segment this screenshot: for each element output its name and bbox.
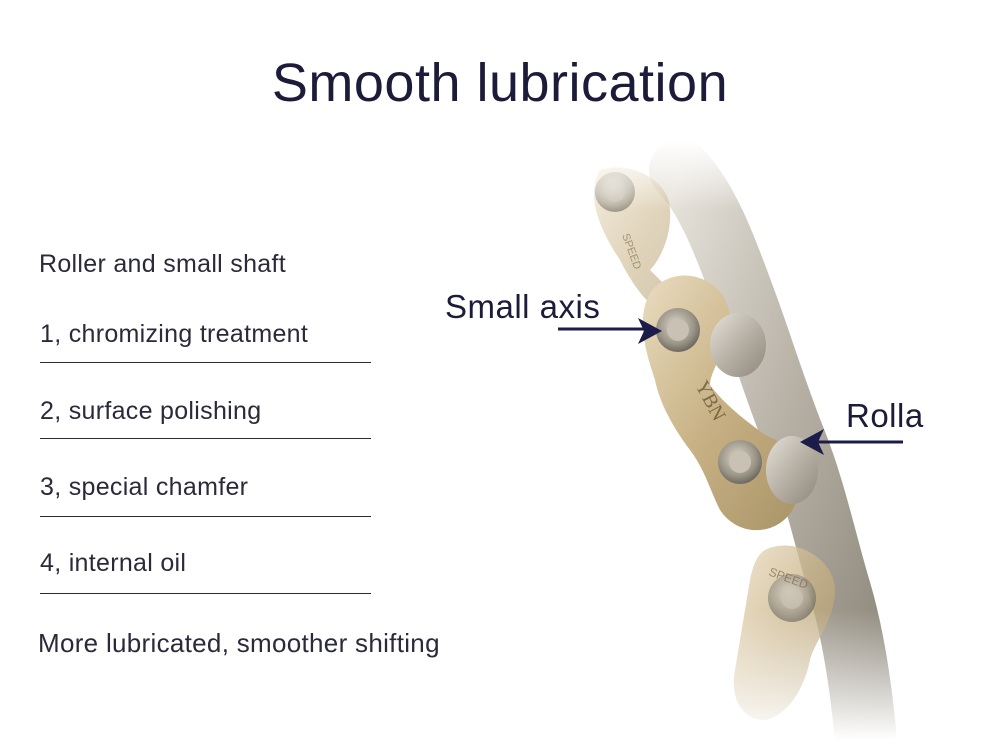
callout-small-axis: Small axis [445, 288, 601, 325]
callout-rolla: Rolla [846, 397, 924, 434]
feature-item-polishing: 2, surface polishing [40, 397, 371, 439]
section-subtitle: Roller and small shaft [39, 250, 286, 278]
feature-item-chromizing: 1, chromizing treatment [40, 320, 371, 363]
feature-item-chamfer: 3, special chamfer [40, 473, 371, 517]
page-title: Smooth lubrication [271, 53, 729, 113]
feature-item-internal-oil: 4, internal oil [40, 549, 371, 594]
bicycle-chain-image: YBN SPEED SPEED [560, 140, 920, 740]
tagline: More lubricated, smoother shifting [38, 628, 440, 658]
